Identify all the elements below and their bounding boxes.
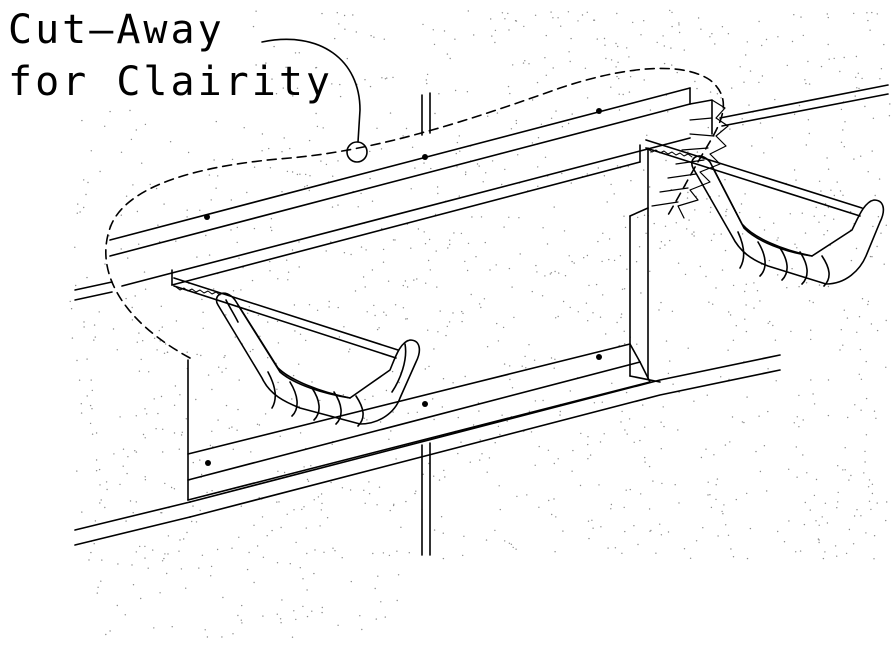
callout-leader [261,38,361,143]
wall-line-right-lower [721,93,889,127]
callout-leader-ring [346,141,368,163]
saw-right-blade [645,139,863,217]
wall-line-left-lower [74,291,113,301]
brick-jagged-edge [651,99,729,219]
lower-wall-lines [74,354,781,556]
saw-right [645,139,885,287]
saw-left-teeth [175,286,221,296]
bottom-rail [187,343,651,501]
rail-fasteners [204,108,602,466]
saw-right-grip [737,231,830,287]
callout-label-line-1: Cut—Away [8,7,225,53]
cut-away-boundary [105,67,725,359]
saw-right-teeth [647,148,693,158]
saw-left-blade [173,277,399,359]
callout-label-line-2: for Clairity [8,59,333,105]
saw-left-grip [267,371,364,427]
saw-left [173,277,421,427]
wall-line-right [719,84,889,119]
top-stud-line [421,92,431,136]
opening-frame [171,144,661,501]
wall-stipple-texture [69,9,891,638]
wall-line-left [74,281,113,291]
top-rail [109,87,713,287]
